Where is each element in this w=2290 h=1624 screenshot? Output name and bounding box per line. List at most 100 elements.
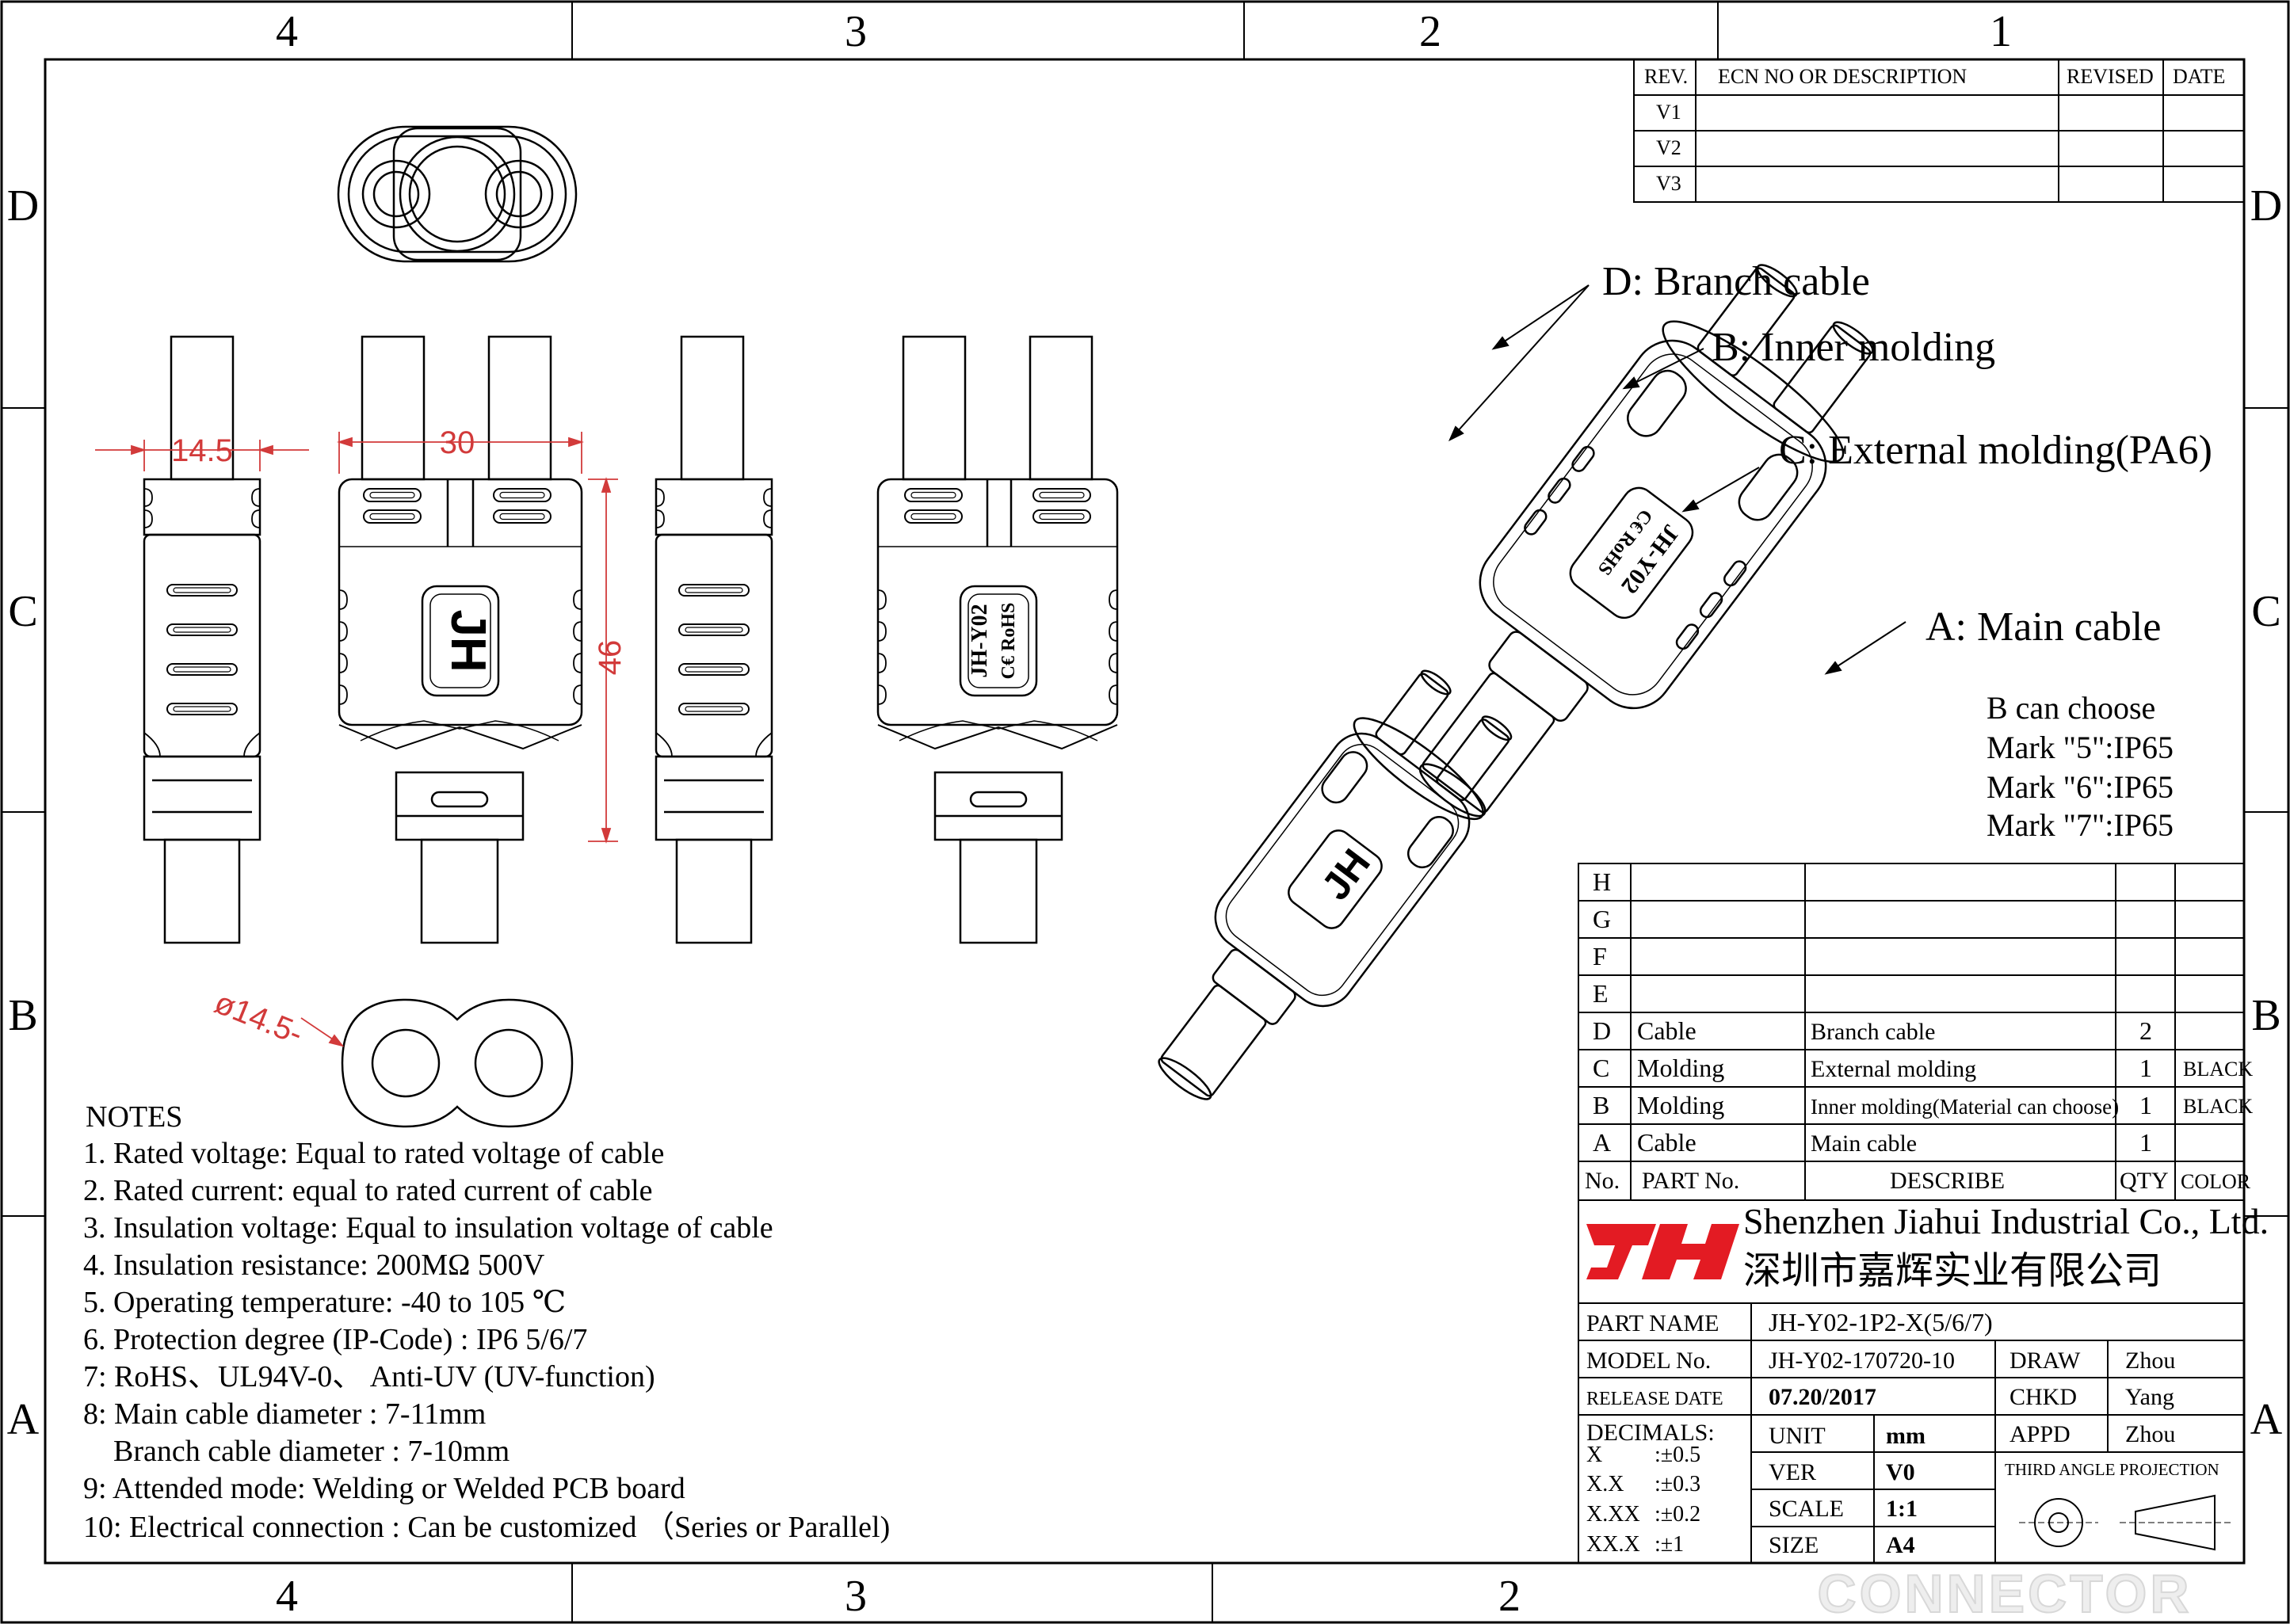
bom-header-color: COLOR xyxy=(2181,1170,2251,1193)
dim-height: 46 xyxy=(593,640,628,676)
ver-value: V0 xyxy=(1886,1459,1915,1485)
title-block: PART NAME JH-Y02-1P2-X(5/6/7) MODEL No. … xyxy=(1578,1302,2245,1564)
note-6: 6. Protection degree (IP-Code) : IP6 5/6… xyxy=(83,1323,587,1356)
bom-b-no: B xyxy=(1593,1091,1609,1119)
ver-label: VER xyxy=(1769,1459,1816,1485)
decimal-xx-key: X.X xyxy=(1586,1472,1624,1496)
note-9: 9: Attended mode: Welding or Welded PCB … xyxy=(83,1472,685,1505)
size-value: A4 xyxy=(1886,1532,1915,1558)
decimal-x-val: :±0.5 xyxy=(1655,1443,1700,1467)
decimals-label: DECIMALS: xyxy=(1586,1420,1715,1446)
zone-right-d: D xyxy=(2250,181,2282,231)
decimal-xxx-key: X.XX xyxy=(1586,1502,1640,1527)
rev-header-desc: ECN NO OR DESCRIPTION xyxy=(1718,65,1967,88)
zone-top-3: 3 xyxy=(845,7,867,56)
projection-label: THIRD ANGLE PROJECTION xyxy=(2005,1460,2219,1479)
bottom-end-view xyxy=(341,998,574,1128)
decimal-xxdx-key: XX.X xyxy=(1586,1532,1640,1557)
back-cert-marking: C€ RoHS xyxy=(998,603,1019,680)
decimal-xxdx-val: :±1 xyxy=(1655,1532,1684,1557)
note-1: 1. Rated voltage: Equal to rated voltage… xyxy=(83,1137,664,1170)
zone-right-a: A xyxy=(2250,1395,2283,1444)
side-view-2 xyxy=(655,335,773,944)
part-name-label: PART NAME xyxy=(1586,1310,1719,1336)
model-label: MODEL No. xyxy=(1586,1348,1711,1374)
bom-table: H G F E D Cable Branch cable 2 C Molding… xyxy=(1578,863,2253,1201)
zone-left-c: C xyxy=(8,587,37,636)
note-8: 8: Main cable diameter : 7-11mm xyxy=(83,1397,486,1431)
zone-left-b: B xyxy=(8,991,37,1040)
decimal-x-key: X xyxy=(1586,1443,1602,1467)
zone-right-c: C xyxy=(2251,587,2280,636)
callout-inner-molding: B: Inner molding xyxy=(1712,325,1995,370)
callouts: D: Branch cable B: Inner molding C: Exte… xyxy=(1602,259,2212,650)
ip-option-7: Mark "7":IP65 xyxy=(1987,807,2174,843)
zone-top-4: 4 xyxy=(276,7,298,56)
callout-main-cable: A: Main cable xyxy=(1926,604,2161,650)
bom-header-no: No. xyxy=(1585,1168,1620,1194)
projection-symbol xyxy=(2019,1494,2231,1551)
front-logo-text: JH xyxy=(441,609,495,672)
bom-a-part: Cable xyxy=(1637,1128,1697,1157)
company-name-en: Shenzhen Jiahui Industrial Co., Ltd. xyxy=(1743,1201,2269,1241)
zone-left-a: A xyxy=(7,1395,40,1444)
scale-label: SCALE xyxy=(1769,1496,1844,1522)
note-4: 4. Insulation resistance: 200MΩ 500V xyxy=(83,1248,545,1282)
chkd-label: CHKD xyxy=(2009,1384,2077,1410)
zone-top-2: 2 xyxy=(1419,7,1441,56)
bom-c-color: BLACK xyxy=(2183,1058,2253,1081)
note-8b: Branch cable diameter : 7-10mm xyxy=(83,1435,510,1468)
ip-options-title: B can choose xyxy=(1987,690,2155,726)
zone-right-b: B xyxy=(2251,991,2280,1040)
draw-value: Zhou xyxy=(2125,1348,2175,1374)
note-3: 3. Insulation voltage: Equal to insulati… xyxy=(83,1211,773,1245)
company-name-cn: 深圳市嘉辉实业有限公司 xyxy=(1743,1248,2162,1293)
dim-diameter: ø14.5- xyxy=(210,985,308,1052)
top-end-view xyxy=(337,125,578,263)
back-view-marking: JH-Y02 C€ RoHS xyxy=(968,603,1019,680)
notes-title: NOTES xyxy=(86,1100,182,1134)
zone-labels: 4 3 2 1 4 3 2 D C B A D C B A xyxy=(7,7,2283,1621)
notes-block: NOTES 1. Rated voltage: Equal to rated v… xyxy=(83,1100,890,1544)
watermark: CONNECTOR xyxy=(1818,1564,2193,1624)
dim-width-single: 14.5 xyxy=(171,433,233,468)
bom-d-part: Cable xyxy=(1637,1016,1697,1045)
front-view-logo: JH xyxy=(441,609,495,672)
front-view xyxy=(338,335,583,944)
back-model-marking: JH-Y02 xyxy=(968,604,992,677)
company-block: Shenzhen Jiahui Industrial Co., Ltd. 深圳市… xyxy=(1578,1199,2269,1304)
bom-b-part: Molding xyxy=(1637,1091,1724,1119)
release-value: 07.20/2017 xyxy=(1769,1384,1876,1410)
zone-bottom-4: 4 xyxy=(276,1572,298,1621)
isometric-view-lower xyxy=(1158,669,1513,1100)
rev-row-v3: V3 xyxy=(1656,172,1681,195)
bom-c-part: Molding xyxy=(1637,1054,1724,1082)
bom-c-qty: 1 xyxy=(2139,1054,2152,1082)
revision-table: REV. ECN NO OR DESCRIPTION REVISED DATE … xyxy=(1633,59,2245,203)
bom-c-no: C xyxy=(1593,1054,1609,1082)
draw-label: DRAW xyxy=(2009,1348,2081,1374)
note-7: 7: RoHS、UL94V-0、 Anti-UV (UV-function) xyxy=(83,1360,655,1393)
chkd-value: Yang xyxy=(2125,1384,2174,1410)
bom-c-desc: External molding xyxy=(1811,1056,1976,1082)
callout-branch-cable: D: Branch cable xyxy=(1602,259,1870,304)
ip-option-6: Mark "6":IP65 xyxy=(1987,769,2174,805)
rev-header-date: DATE xyxy=(2173,65,2225,88)
bom-row-h: H xyxy=(1593,867,1611,896)
bom-header-part: PART No. xyxy=(1642,1168,1739,1194)
size-label: SIZE xyxy=(1769,1532,1819,1558)
callout-external-molding: C: External molding(PA6) xyxy=(1779,428,2212,473)
ip-options: B can choose Mark "5":IP65 Mark "6":IP65… xyxy=(1987,690,2174,843)
zone-left-d: D xyxy=(7,181,39,231)
scale-value: 1:1 xyxy=(1886,1496,1918,1522)
bom-b-desc: Inner molding(Material can choose) xyxy=(1811,1095,2119,1119)
back-view xyxy=(876,335,1119,944)
bom-d-desc: Branch cable xyxy=(1811,1019,1935,1045)
note-10: 10: Electrical connection : Can be custo… xyxy=(83,1511,890,1544)
bom-row-f: F xyxy=(1593,942,1607,970)
zone-bottom-2: 2 xyxy=(1498,1572,1521,1621)
note-5: 5. Operating temperature: -40 to 105 ℃ xyxy=(83,1286,566,1319)
bom-d-no: D xyxy=(1593,1016,1611,1045)
zone-top-1: 1 xyxy=(1990,7,2012,56)
